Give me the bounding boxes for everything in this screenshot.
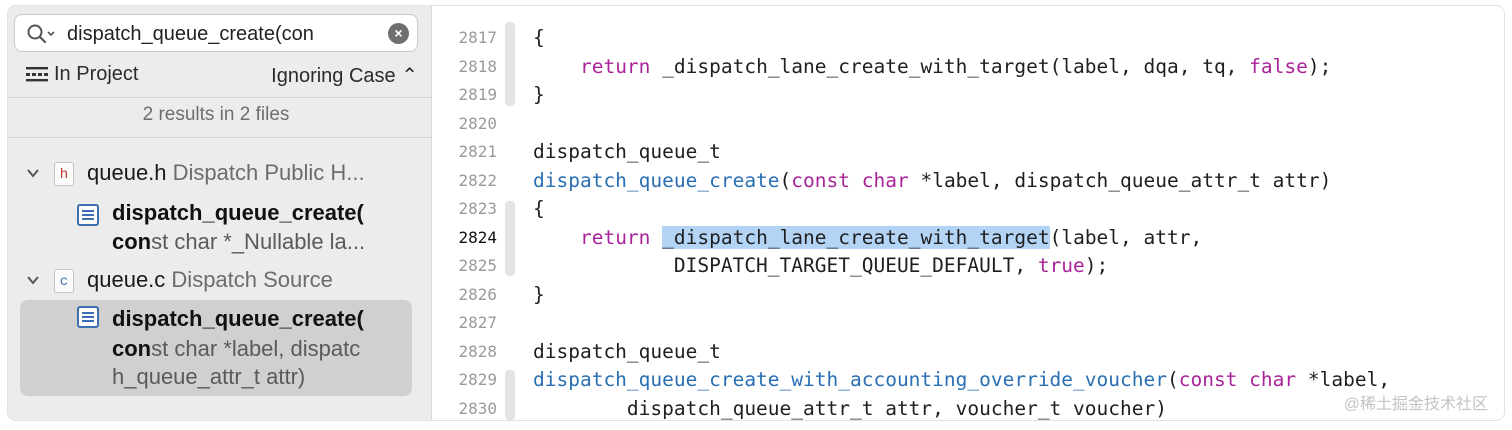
line-number: 2826 (458, 284, 497, 304)
function-symbol-icon (77, 204, 99, 226)
chevron-down-icon[interactable] (26, 273, 40, 287)
match-line: dispatch_queue_create( (112, 200, 364, 225)
code-line: return _dispatch_lane_create_with_target… (579, 54, 1332, 78)
match-result-selected[interactable]: dispatch_queue_create( const char *label… (20, 300, 412, 396)
scope-icon[interactable] (26, 66, 48, 82)
match-context: const char *_Nullable la... (112, 229, 366, 254)
code-line: dispatch_queue_create(const char *label,… (533, 168, 1332, 192)
line-number: 2827 (458, 313, 497, 332)
match-result[interactable]: dispatch_queue_create( const char *_Null… (20, 198, 412, 258)
code-line: dispatch_queue_attr_t attr, voucher_t vo… (533, 396, 1167, 420)
code-line: dispatch_queue_t (533, 140, 721, 163)
search-field[interactable]: × (14, 14, 418, 52)
code-line: return _dispatch_lane_create_with_target… (579, 225, 1203, 249)
search-icon[interactable] (26, 23, 56, 45)
result-file-row[interactable]: c queue.c Dispatch Source (8, 267, 424, 299)
code-line: dispatch_queue_create_with_accounting_ov… (533, 368, 1391, 391)
line-number: 2820 (458, 113, 497, 133)
clear-search-icon[interactable]: × (388, 23, 409, 44)
code-line: } (533, 282, 545, 306)
function-symbol-icon (77, 306, 99, 328)
chevron-down-icon[interactable] (26, 166, 40, 180)
line-number: 2825 (458, 256, 497, 275)
line-number: 2817 (458, 28, 497, 47)
file-description: Dispatch Public H... (172, 160, 365, 185)
match-line: dispatch_queue_create( (112, 306, 364, 331)
file-name: queue.h Dispatch Public H... (87, 160, 365, 185)
result-file-row[interactable]: h queue.h Dispatch Public H... (8, 160, 424, 192)
line-number: 2828 (458, 341, 497, 361)
divider (8, 97, 432, 98)
match-context: const char *label, dispatc (112, 336, 361, 361)
code-line: { (533, 26, 545, 49)
source-file-icon: c (54, 269, 74, 293)
scope-selector[interactable]: In Project (54, 63, 139, 85)
code-line: { (533, 197, 545, 220)
match-context: h_queue_attr_t attr) (112, 364, 306, 389)
divider (8, 137, 432, 138)
header-file-icon: h (54, 162, 74, 186)
case-sensitivity-selector[interactable]: Ignoring Case ⌃ (271, 65, 418, 87)
line-number: 2824 (458, 227, 497, 247)
search-input[interactable] (67, 21, 377, 47)
code-line: DISPATCH_TARGET_QUEUE_DEFAULT, true); (533, 254, 1109, 277)
code-fold-ribbon[interactable] (505, 201, 515, 276)
line-number: 2822 (458, 170, 497, 190)
line-number: 2823 (458, 199, 497, 218)
line-number: 2830 (458, 398, 497, 418)
line-number: 2818 (458, 56, 497, 76)
code-fold-ribbon[interactable] (505, 22, 515, 106)
code-fold-ribbon[interactable] (505, 370, 515, 420)
line-number: 2819 (458, 85, 497, 104)
results-summary: 2 results in 2 files (142, 104, 290, 125)
scope-row: In Project Ignoring Case ⌃ (8, 58, 424, 92)
watermark: @稀土掘金技术社区 (1343, 396, 1488, 413)
file-name: queue.c Dispatch Source (87, 267, 333, 292)
find-navigator-sidebar: × In Project Ignoring Case ⌃ 2 results i… (8, 6, 432, 420)
source-editor[interactable]: 2817 {2818 return _dispatch_lane_create_w… (433, 6, 1504, 420)
line-number: 2829 (458, 370, 497, 389)
code-line: } (533, 83, 545, 106)
line-number: 2821 (458, 142, 497, 161)
find-navigator-window: × In Project Ignoring Case ⌃ 2 results i… (8, 6, 1504, 420)
file-description: Dispatch Source (171, 267, 333, 292)
code-line: dispatch_queue_t (533, 339, 721, 363)
